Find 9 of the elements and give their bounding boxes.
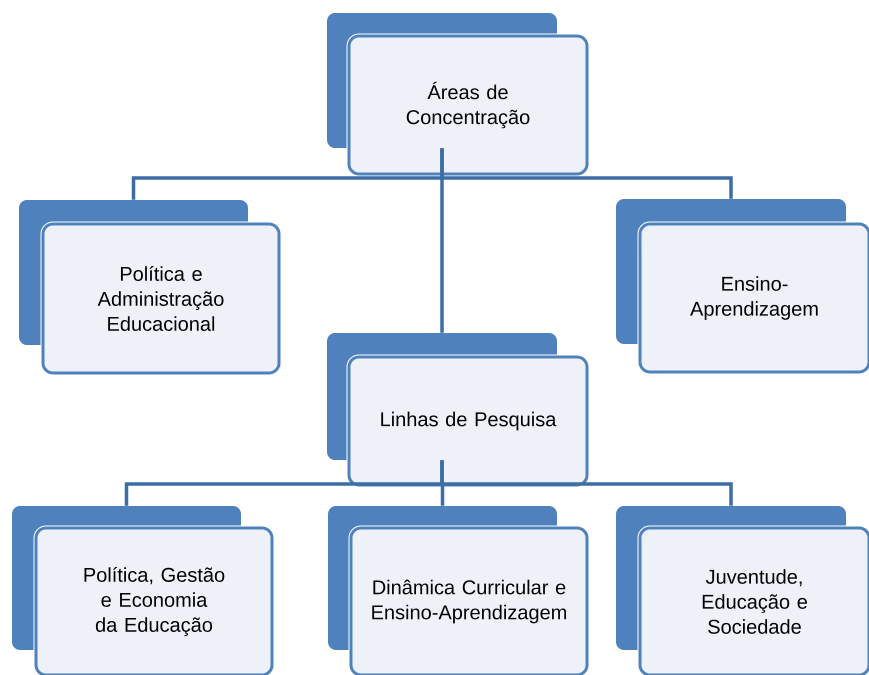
node-box: Juventude, Educação e Sociedade bbox=[616, 506, 869, 675]
connector-line bbox=[440, 148, 444, 333]
node-box: Dinâmica Curricular e Ensino-Aprendizagem bbox=[328, 506, 590, 675]
node-box: Política e Administração Educacional bbox=[19, 200, 282, 376]
node-box: Áreas de Concentração bbox=[327, 13, 590, 176]
node-box: Linhas de Pesquisa bbox=[327, 333, 590, 488]
node-box: Ensino-Aprendizagem bbox=[616, 199, 869, 374]
node-box: Política, Gestão e Economia da Educação bbox=[12, 506, 274, 675]
connector-line bbox=[440, 460, 733, 506]
